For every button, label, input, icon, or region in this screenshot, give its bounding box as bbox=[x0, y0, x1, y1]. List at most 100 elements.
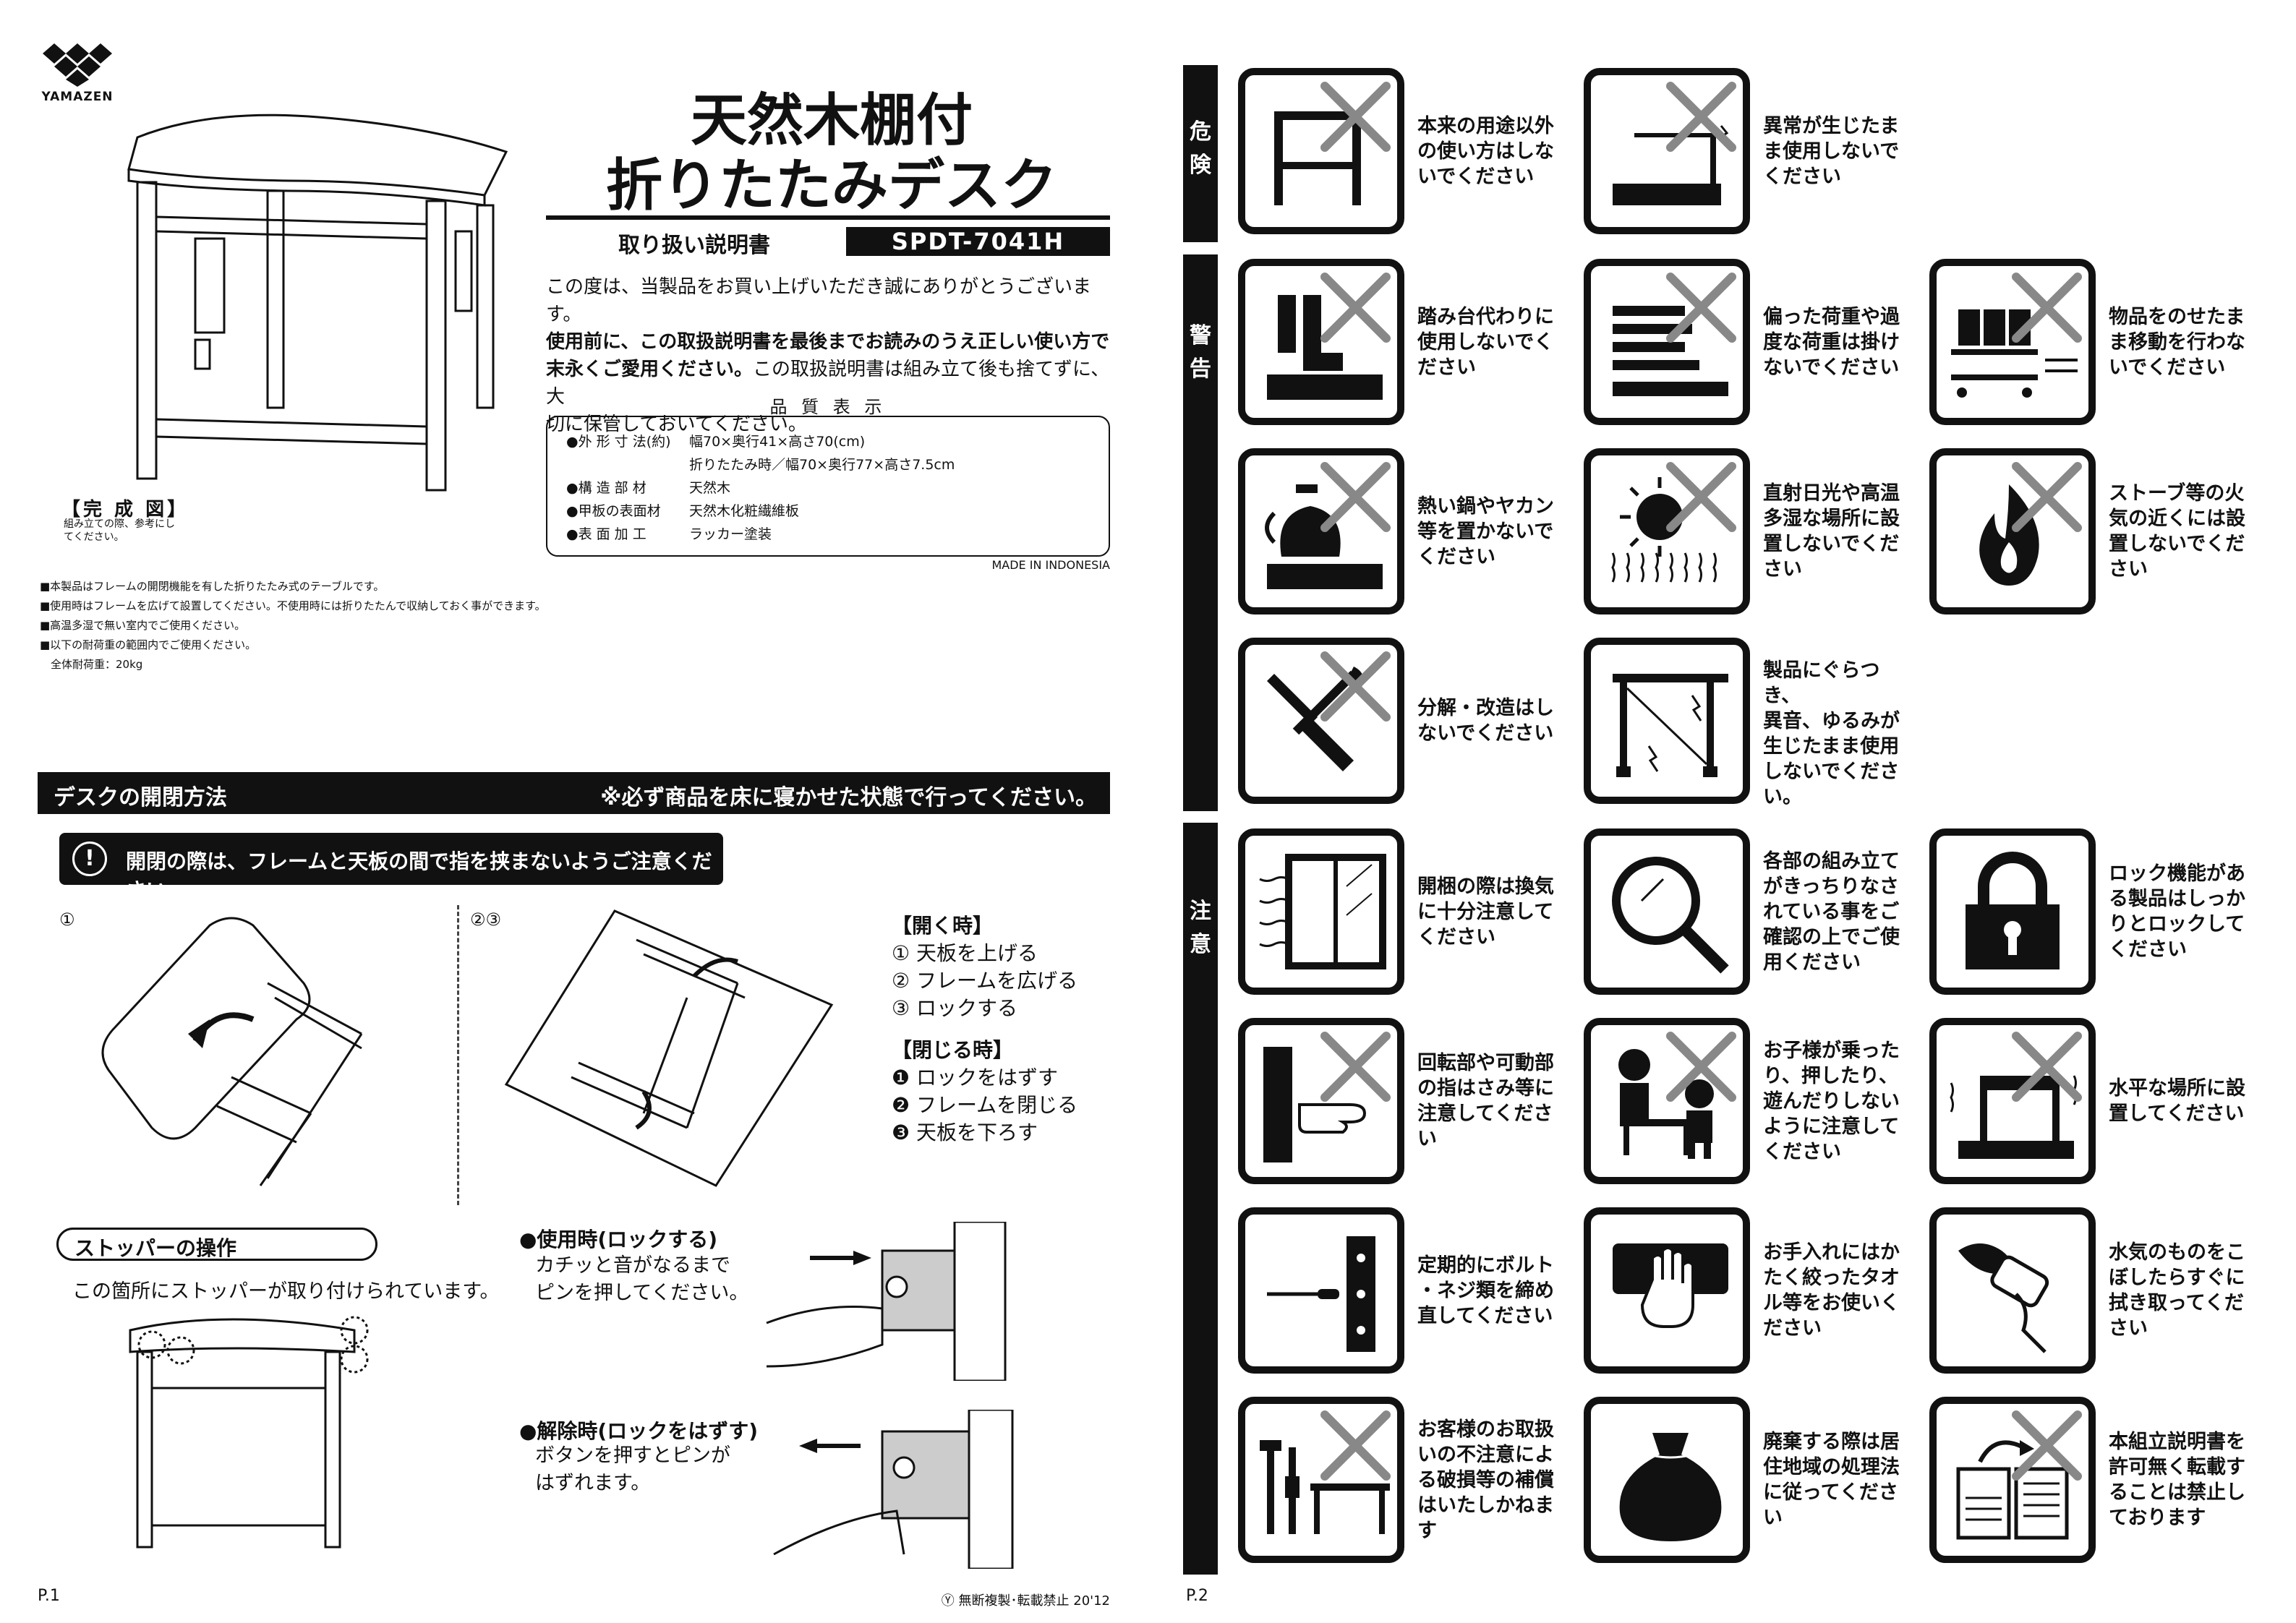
pictogram-caption: 定期的にボルト・ネジ類を締め直してください bbox=[1417, 1254, 1554, 1327]
yamazen-logo-icon bbox=[43, 43, 112, 87]
open-step: ③ ロックする bbox=[892, 996, 1018, 1020]
pictogram-caption: 熱い鍋やヤカン等を置かないでください bbox=[1417, 494, 1554, 568]
quality-row: ●甲板の表面材天然木化粧繊維板 bbox=[566, 503, 800, 519]
misuse-desk-icon bbox=[1238, 68, 1404, 234]
quality-row: ●構 造 部 材天然木 bbox=[566, 480, 731, 496]
exclamation-icon: ! bbox=[72, 842, 107, 876]
pictogram-caption: 各部の組み立てがきっちりなされている事をご確認の上でご使用ください bbox=[1763, 849, 1900, 974]
quality-row: 折りたたみ時／幅70×奥行77×高さ7.5cm bbox=[689, 457, 955, 473]
section-title: デスクの開閉方法 bbox=[54, 785, 227, 810]
level-surface-icon bbox=[1929, 1018, 2096, 1184]
open-step: ① 天板を上げる bbox=[892, 941, 1038, 965]
pictogram-caption: 開梱の際は換気に十分注意してください bbox=[1417, 875, 1554, 948]
complete-desk-illustration bbox=[127, 114, 508, 492]
pictogram-caption: 製品にぐらつき、異音、ゆるみが生じたまま使用しないでください。 bbox=[1763, 659, 1900, 808]
unlock-heading: ●解除時(ロックをはずす) bbox=[519, 1419, 759, 1443]
raise-top-illustration bbox=[101, 917, 363, 1186]
open-heading: 【開く時】 bbox=[892, 914, 994, 938]
quality-row: ●外 形 寸 法(約)幅70×奥行41×高さ70(cm) bbox=[566, 434, 866, 450]
unlock-button-illustration bbox=[773, 1410, 1014, 1569]
intro-line3: 末永くご愛用ください。 bbox=[546, 359, 754, 380]
wipe-water-icon bbox=[1929, 1207, 2096, 1374]
quality-row: ●表 面 加 工ラッカー塗装 bbox=[566, 526, 772, 542]
unlock-description: ボタンを押すとピンが はずれます。 bbox=[535, 1444, 730, 1494]
stopper-title-pill: ストッパーの操作 bbox=[56, 1228, 377, 1261]
pictogram-caption: 本来の用途以外の使い方はしないでください bbox=[1417, 114, 1554, 188]
intro-line3b: この取扱説明書は組み立て後も捨てずに、大 bbox=[546, 359, 1110, 408]
disassemble-icon bbox=[1238, 638, 1404, 804]
warning-tab: 警告 bbox=[1183, 254, 1218, 811]
product-title-line1: 天然木棚付 bbox=[690, 88, 973, 153]
open-close-section-header: デスクの開閉方法 ※必ず商品を床に寝かせた状態で行ってください。 bbox=[38, 772, 1110, 814]
note-item: ■使用時はフレームを広げて設置してください。不使用時には折りたたんで収納しておく… bbox=[40, 599, 546, 612]
close-step: ❶ ロックをはずす bbox=[892, 1066, 1059, 1089]
hot-kettle-icon bbox=[1238, 448, 1404, 614]
stopper-location-illustration bbox=[129, 1316, 369, 1549]
quality-title: 品 質 表 示 bbox=[769, 397, 887, 417]
close-step: ❸ 天板を下ろす bbox=[892, 1121, 1038, 1144]
intro-line4: 切に保管しておいてください。 bbox=[546, 414, 807, 435]
manual-label: 取り扱い説明書 bbox=[618, 233, 770, 258]
moving-load-icon bbox=[1929, 259, 2096, 425]
step-divider bbox=[457, 905, 459, 1205]
note-item: ■本製品はフレームの開閉機能を有した折りたたみ式のテーブルです。 bbox=[40, 580, 385, 593]
section-note: ※必ず商品を床に寝かせた状態で行ってください。 bbox=[600, 785, 1097, 810]
disposal-bag-icon bbox=[1584, 1397, 1750, 1563]
close-step: ❷ フレームを閉じる bbox=[892, 1093, 1078, 1117]
wobbly-product-icon bbox=[1584, 638, 1750, 804]
abnormal-use-icon bbox=[1584, 68, 1750, 234]
caution-tab: 注意 bbox=[1183, 823, 1218, 1575]
pictogram-caption: 回転部や可動部の指はさみ等に注意してください bbox=[1417, 1052, 1554, 1150]
note-item: ■高温多湿で無い室内でご使用ください。 bbox=[40, 619, 246, 632]
finger-pinch-icon bbox=[1238, 1018, 1404, 1184]
pictogram-caption: 直射日光や高温多湿な場所に設置しないでください bbox=[1763, 482, 1900, 581]
pictogram-caption: 水平な場所に設置してください bbox=[2109, 1077, 2245, 1125]
pictogram-caption: お客様のお取扱いの不注意による破損等の補償はいたしかねます bbox=[1417, 1418, 1554, 1542]
stopper-title: ストッパーの操作 bbox=[74, 1236, 237, 1260]
pictogram-caption: 踏み台代わりに使用しないでください bbox=[1417, 305, 1554, 379]
lock-pin-illustration bbox=[766, 1222, 1007, 1381]
brand-name: YAMAZEN bbox=[41, 90, 114, 104]
ventilation-icon bbox=[1238, 828, 1404, 995]
screwdriver-bolt-icon bbox=[1238, 1207, 1404, 1374]
stopper-description: この箇所にストッパーが取り付けられています。 bbox=[72, 1280, 500, 1303]
made-in: MADE IN INDONESIA bbox=[991, 558, 1110, 572]
danger-tab: 危険 bbox=[1183, 65, 1218, 242]
open-frame-illustration bbox=[504, 909, 834, 1187]
pictogram-caption: 分解・改造はしないでください bbox=[1417, 697, 1554, 745]
open-step: ② フレームを広げる bbox=[892, 969, 1078, 993]
pictogram-caption: お手入れにはかたく絞ったタオル等をお使いください bbox=[1763, 1241, 1900, 1340]
intro-line2: 使用前に、この取扱説明書を最後までお読みのうえ正しい使い方で bbox=[546, 331, 1110, 353]
intro-text: この度は、当製品をお買い上げいただき誠にありがとうございます。 使用前に、この取… bbox=[546, 273, 1124, 438]
note-item: 全体耐荷重：20kg bbox=[40, 658, 143, 671]
pictogram-caption: 偏った荷重や過度な荷重は掛けないでください bbox=[1763, 305, 1900, 379]
step-label-1: ① bbox=[59, 909, 75, 930]
copyright: Ⓨ 無断複製･転載禁止 20'12 bbox=[941, 1593, 1110, 1609]
magnifier-icon bbox=[1584, 828, 1750, 995]
pinch-warning-text: 開閉の際は、フレームと天板の間で指を挟まないようご注意ください。 bbox=[126, 849, 712, 902]
page-number-1: P.1 bbox=[38, 1587, 60, 1605]
product-title-line2: 折りたたみデスク bbox=[605, 153, 1057, 218]
complete-figure-label: 【完 成 図】 bbox=[61, 499, 189, 521]
no-copy-icon bbox=[1929, 1397, 2096, 1563]
brand-logo: YAMAZEN bbox=[38, 43, 117, 104]
note-item: ■以下の耐荷重の範囲内でご使用ください。 bbox=[40, 638, 257, 651]
pictogram-caption: 物品をのせたまま移動を行わないでください bbox=[2109, 305, 2245, 379]
pictogram-caption: ストーブ等の火気の近くには設置しないでください bbox=[2109, 482, 2245, 581]
wiping-cloth-icon bbox=[1584, 1207, 1750, 1374]
padlock-icon bbox=[1929, 828, 2096, 995]
step-label-2-3: ②③ bbox=[470, 909, 502, 930]
pictogram-caption: 水気のものをこぼしたらすぐに拭き取ってください bbox=[2109, 1241, 2245, 1340]
product-notes: ■本製品はフレームの開閉機能を有した折りたたみ式のテーブルです。 ■使用時はフレ… bbox=[40, 577, 691, 675]
stepstool-icon bbox=[1238, 259, 1404, 425]
model-number: SPDT-7041H bbox=[846, 227, 1110, 256]
children-icon bbox=[1584, 1018, 1750, 1184]
lock-heading: ●使用時(ロックする) bbox=[519, 1228, 718, 1251]
page-number-2: P.2 bbox=[1186, 1587, 1208, 1605]
intro-line1: この度は、当製品をお買い上げいただき誠にありがとうございます。 bbox=[546, 276, 1092, 325]
pictogram-caption: 異常が生じたまま使用しないでください bbox=[1763, 114, 1900, 188]
sunlight-humidity-icon bbox=[1584, 448, 1750, 614]
subtitle-bar: 取り扱い説明書 SPDT-7041H bbox=[546, 215, 1110, 262]
pictogram-caption: お子様が乗ったり、押したり、遊んだりしないように注意してください bbox=[1763, 1039, 1900, 1163]
pictogram-caption: 本組立説明書を許可無く転載することは禁止しております bbox=[2109, 1431, 2245, 1529]
